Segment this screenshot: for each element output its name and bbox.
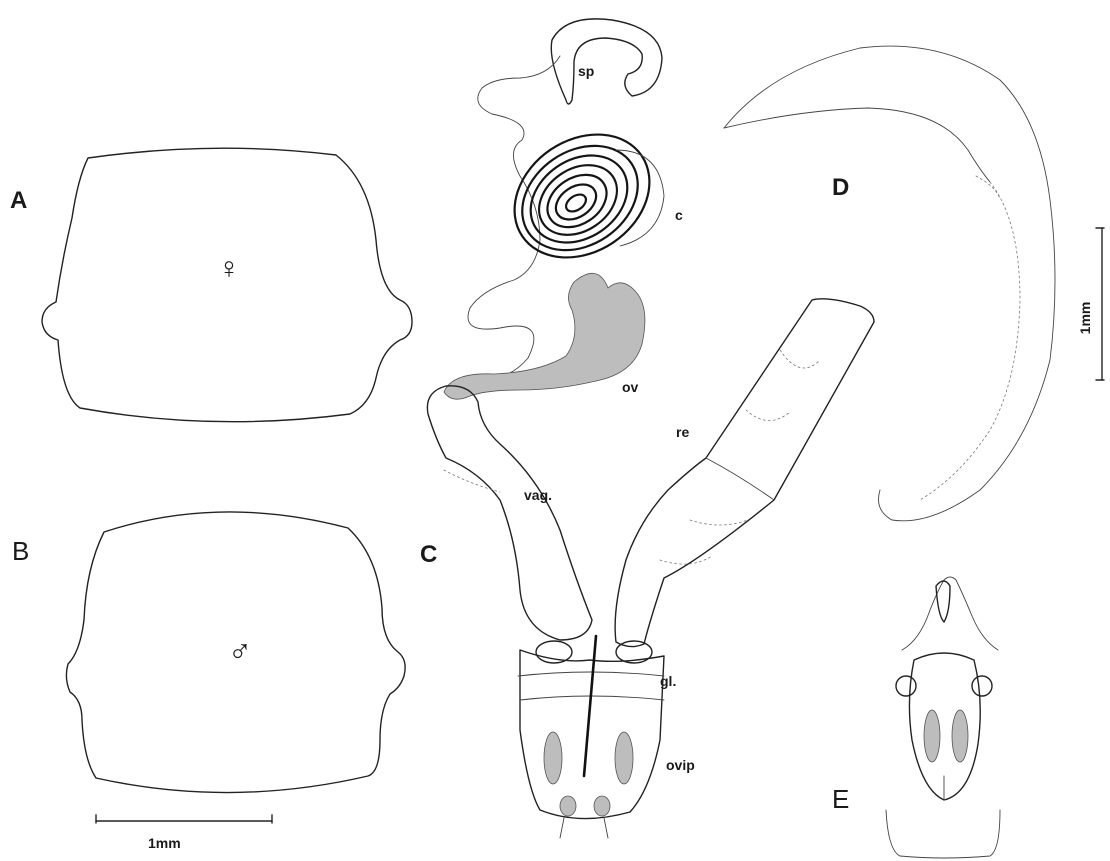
- scale-bar-horizontal: 1mm: [96, 815, 272, 851]
- male-symbol: ♂: [228, 633, 252, 669]
- coiled-duct-drawing: c: [491, 109, 683, 282]
- label-ov: ov: [622, 379, 639, 395]
- panel-label-c: C: [420, 541, 437, 568]
- label-re: re: [676, 424, 689, 440]
- ovipositor-drawing: gl. ovip: [518, 636, 695, 838]
- scale-label-horizontal: 1mm: [148, 835, 181, 851]
- panel-a: A ♀: [10, 148, 412, 422]
- panel-label-d: D: [832, 174, 849, 201]
- panel-label-b: B: [12, 536, 29, 566]
- rectum-drawing: re: [615, 299, 874, 647]
- panel-e: E: [832, 577, 1000, 858]
- curved-sclerite-outline: [724, 46, 1055, 521]
- label-c: c: [675, 207, 683, 223]
- label-ovip: ovip: [666, 757, 695, 773]
- label-sp: sp: [578, 63, 594, 79]
- female-symbol: ♀: [218, 252, 241, 285]
- panel-c: C sp c ov vag.: [420, 19, 874, 838]
- vagina-drawing: vag.: [427, 386, 592, 640]
- panel-b: B ♂ 1mm: [12, 512, 405, 851]
- panel-label-e: E: [832, 784, 849, 814]
- label-vag: vag.: [524, 487, 552, 503]
- scale-label-vertical: 1mm: [1077, 302, 1093, 335]
- panel-label-a: A: [10, 187, 27, 214]
- panel-d: D 1mm: [724, 46, 1104, 521]
- scale-bar-vertical: 1mm: [1077, 228, 1104, 380]
- oviduct-drawing: ov: [444, 273, 645, 399]
